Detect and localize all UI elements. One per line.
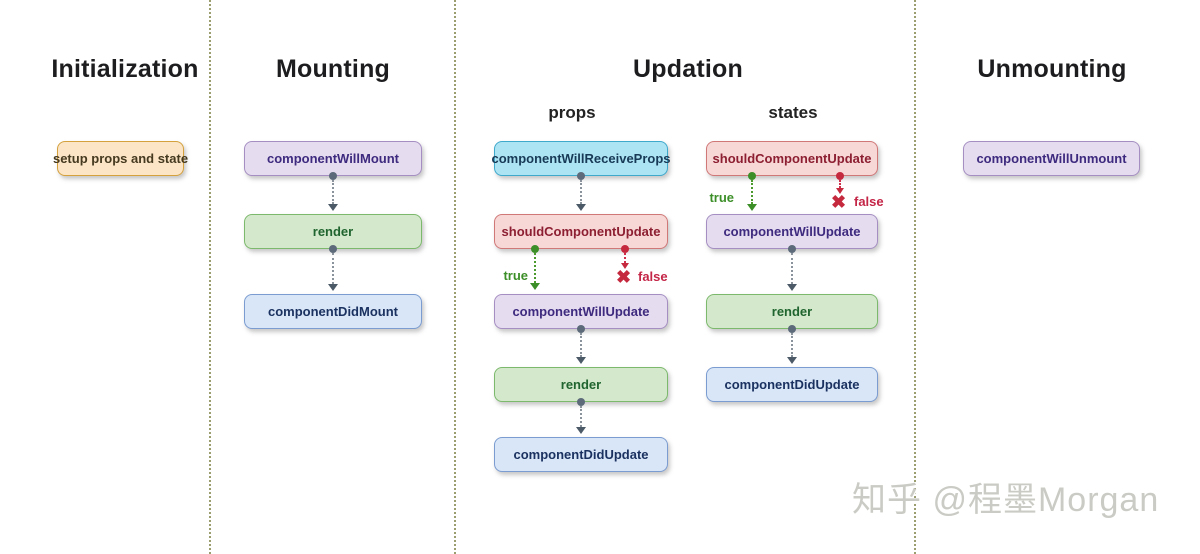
- node-render-props: render: [494, 367, 668, 402]
- node-render-mounting: render: [244, 214, 422, 249]
- node-component-will-unmount: componentWillUnmount: [963, 141, 1140, 176]
- node-should-component-update-states: shouldComponentUpdate: [706, 141, 878, 176]
- arrow-down-icon: [576, 427, 586, 434]
- connector-dot-false: [621, 245, 629, 253]
- arrow-down-icon: [787, 284, 797, 291]
- arrow-down-icon-true: [747, 204, 757, 211]
- connector-line-false: [624, 253, 626, 263]
- true-branch-label: true: [709, 190, 734, 205]
- connector-dot: [577, 172, 585, 180]
- section-title-unmounting: Unmounting: [977, 55, 1127, 83]
- connector-line: [791, 253, 793, 284]
- connector-dot-false: [836, 172, 844, 180]
- arrow-down-icon-false: [621, 263, 629, 269]
- connector-line-true: [751, 180, 753, 204]
- node-component-will-mount: componentWillMount: [244, 141, 422, 176]
- connector-dot-true: [531, 245, 539, 253]
- node-render-states: render: [706, 294, 878, 329]
- connector-line: [791, 333, 793, 357]
- column-header-props: props: [548, 103, 596, 122]
- node-component-did-mount: componentDidMount: [244, 294, 422, 329]
- connector-line: [580, 180, 582, 204]
- section-title-mounting: Mounting: [275, 55, 391, 83]
- section-divider: [454, 0, 456, 554]
- false-branch-label: false: [854, 194, 884, 209]
- connector-dot: [329, 245, 337, 253]
- false-cross-icon: ✖: [831, 192, 847, 212]
- node-component-did-update-props: componentDidUpdate: [494, 437, 668, 472]
- node-component-will-update-states: componentWillUpdate: [706, 214, 878, 249]
- connector-dot: [788, 245, 796, 253]
- column-header-states: states: [768, 103, 818, 122]
- arrow-down-icon: [328, 284, 338, 291]
- connector-line-true: [534, 253, 536, 283]
- arrow-down-icon: [576, 204, 586, 211]
- connector-dot: [329, 172, 337, 180]
- node-component-will-update-props: componentWillUpdate: [494, 294, 668, 329]
- false-branch-label: false: [638, 269, 668, 284]
- arrow-down-icon: [328, 204, 338, 211]
- node-setup-props-and-state: setup props and state: [53, 141, 188, 176]
- false-cross-icon: ✖: [616, 267, 632, 287]
- node-component-will-receive-props: componentWillReceiveProps: [491, 141, 671, 176]
- connector-dot: [577, 398, 585, 406]
- arrow-down-icon: [576, 357, 586, 364]
- section-divider: [209, 0, 211, 554]
- arrow-down-icon: [787, 357, 797, 364]
- connector-dot: [788, 325, 796, 333]
- true-branch-label: true: [503, 268, 528, 283]
- arrow-down-icon-false: [836, 188, 844, 194]
- section-title-initialization: Initialization: [51, 55, 199, 83]
- watermark-zhihu: 知乎 @程墨Morgan: [852, 481, 1160, 519]
- connector-line: [332, 180, 334, 204]
- section-divider: [914, 0, 916, 554]
- connector-dot: [577, 325, 585, 333]
- node-component-did-update-states: componentDidUpdate: [706, 367, 878, 402]
- node-should-component-update-props: shouldComponentUpdate: [494, 214, 668, 249]
- connector-line: [580, 333, 582, 357]
- connector-line-false: [839, 180, 841, 188]
- connector-dot-true: [748, 172, 756, 180]
- section-title-updation: Updation: [633, 55, 743, 83]
- arrow-down-icon-true: [530, 283, 540, 290]
- connector-line: [332, 253, 334, 284]
- connector-line: [580, 406, 582, 427]
